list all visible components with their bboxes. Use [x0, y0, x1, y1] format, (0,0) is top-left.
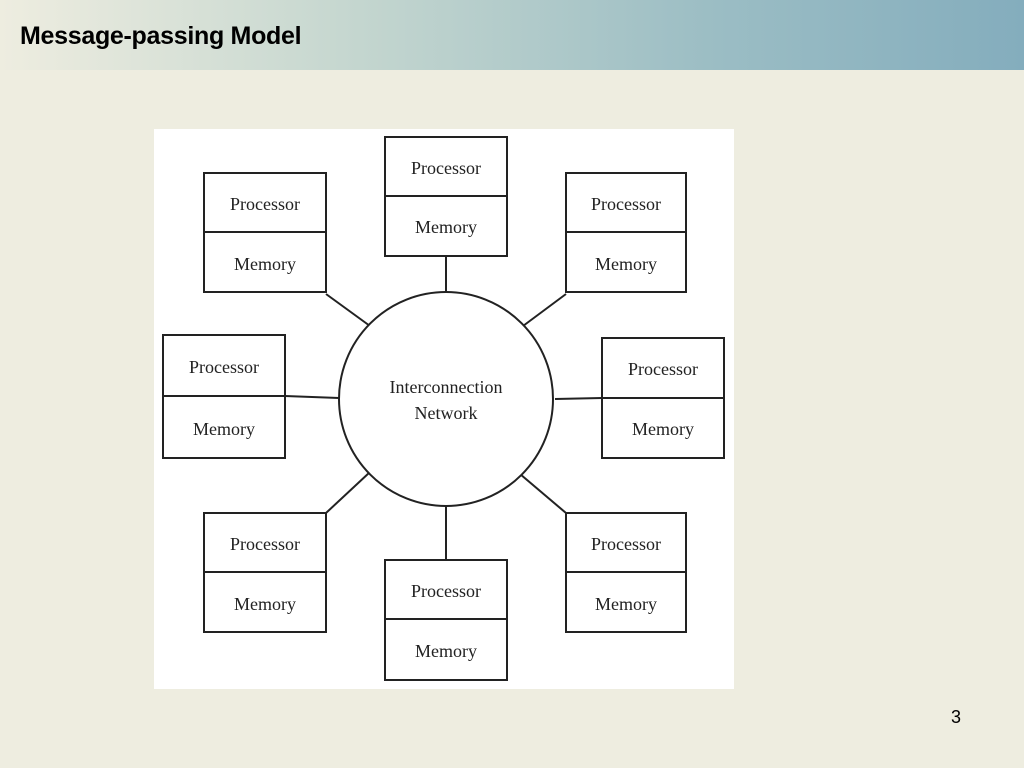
- processor-label: Processor: [230, 194, 300, 214]
- page-number: 3: [951, 707, 962, 727]
- memory-label: Memory: [632, 419, 694, 439]
- node-bottom-left: Processor Memory: [203, 512, 327, 633]
- connector-left: [284, 395, 340, 399]
- connector-bottom-left: [325, 471, 371, 514]
- memory-label: Memory: [193, 419, 255, 439]
- connectors: [284, 256, 603, 560]
- slide-title: Message-passing Model: [20, 22, 302, 50]
- title-bar: Message-passing Model: [0, 0, 1024, 70]
- node-bottom-right: Processor Memory: [565, 512, 687, 633]
- node-right: Processor Memory: [601, 337, 725, 459]
- processor-label: Processor: [230, 534, 300, 554]
- diagram-panel: Interconnection Network Processor Memory…: [154, 129, 734, 689]
- processor-label: Processor: [411, 581, 481, 601]
- memory-label: Memory: [234, 594, 296, 614]
- network-label-line2: Network: [415, 403, 478, 423]
- connector-top-left: [325, 293, 371, 327]
- network-label-line1: Interconnection: [390, 377, 503, 397]
- memory-label: Memory: [595, 594, 657, 614]
- interconnection-network: Interconnection Network: [338, 291, 554, 507]
- network-diagram: Interconnection Network Processor Memory…: [162, 136, 725, 681]
- processor-label: Processor: [189, 357, 259, 377]
- memory-label: Memory: [234, 254, 296, 274]
- processor-label: Processor: [591, 534, 661, 554]
- node-top-right: Processor Memory: [565, 172, 687, 293]
- memory-label: Memory: [595, 254, 657, 274]
- connector-right: [554, 397, 603, 400]
- connector-bottom-right: [519, 473, 567, 514]
- node-bottom: Processor Memory: [384, 559, 508, 681]
- processor-label: Processor: [591, 194, 661, 214]
- node-top: Processor Memory: [384, 136, 508, 257]
- node-left: Processor Memory: [162, 334, 286, 459]
- memory-label: Memory: [415, 641, 477, 661]
- processor-label: Processor: [628, 359, 698, 379]
- connector-top-right: [522, 293, 567, 327]
- network-circle: [338, 291, 554, 507]
- memory-label: Memory: [415, 217, 477, 237]
- processor-label: Processor: [411, 158, 481, 178]
- node-top-left: Processor Memory: [203, 172, 327, 293]
